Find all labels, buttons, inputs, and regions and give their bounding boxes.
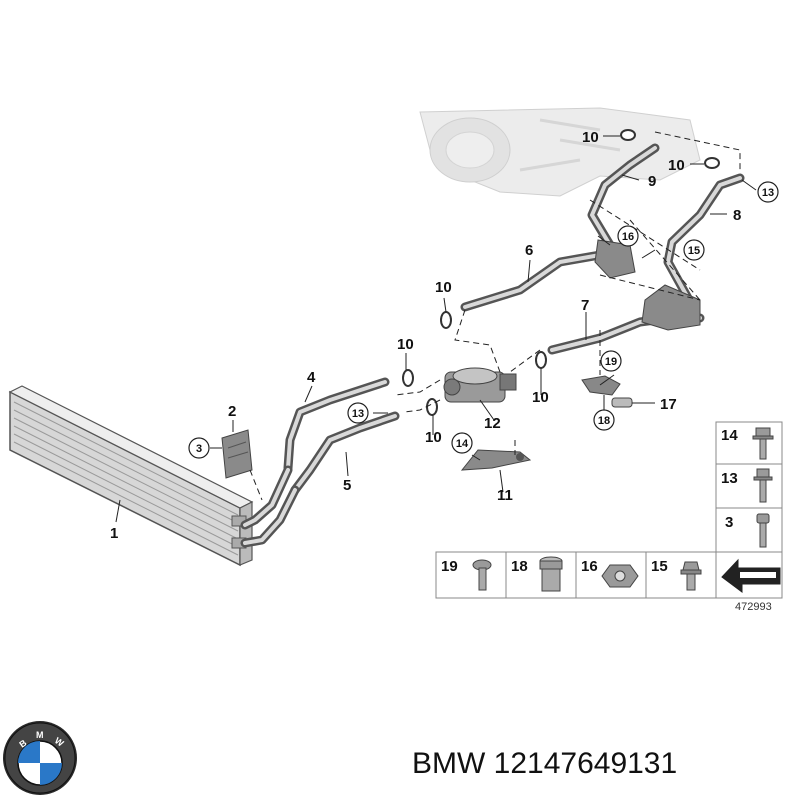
bracket-2 <box>221 429 253 479</box>
circled-labels <box>188 181 779 459</box>
bolt-pan-head-icon <box>472 559 492 591</box>
part-label-10-c: 10 <box>435 279 452 296</box>
bolt-torx-icon <box>756 513 770 548</box>
hose-4 <box>283 377 390 473</box>
hose-8 <box>663 173 745 303</box>
bolt-flange-icon <box>752 427 774 460</box>
part-label-6: 6 <box>525 242 533 259</box>
part-label-5: 5 <box>343 477 351 494</box>
part-label-7: 7 <box>581 297 589 314</box>
hex-nut-icon <box>601 564 639 588</box>
circled-label-15-ring <box>683 239 705 261</box>
bmw-logo-letter-m: M <box>36 730 44 740</box>
circled-label-16-ring <box>617 225 639 247</box>
circled-label-3-ring <box>188 437 210 459</box>
part-label-12: 12 <box>484 415 501 432</box>
circled-label-13-b: 13 <box>352 408 364 420</box>
hose-5 <box>290 411 400 495</box>
circled-label-19: 19 <box>605 356 617 368</box>
part-label-10-a: 10 <box>582 129 599 146</box>
legend-label-15: 15 <box>651 558 668 575</box>
bolt-washer-icon <box>753 468 773 503</box>
part-label-10-e: 10 <box>425 429 442 446</box>
part-label-9: 9 <box>648 173 656 190</box>
part-label-10-f: 10 <box>532 389 549 406</box>
assembly-dashed-lines <box>249 131 741 501</box>
thermostat-valve <box>443 367 517 403</box>
circled-label-13b-ring <box>347 402 369 424</box>
part-number-caption: BMW 12147649131 <box>412 747 677 780</box>
circled-label-13a-ring <box>757 181 779 203</box>
circled-label-14: 14 <box>456 438 469 450</box>
legend-label-3: 3 <box>725 514 733 531</box>
circled-label-13-a: 13 <box>762 187 774 199</box>
part-labels: 1 2 4 5 6 7 8 9 10 10 10 10 10 10 11 12 … <box>110 129 741 542</box>
legend-label-18: 18 <box>511 558 528 575</box>
bracket-11 <box>460 449 532 471</box>
part-label-2: 2 <box>228 403 236 420</box>
transmission-housing <box>419 107 701 197</box>
bolt-assembly-17 <box>581 375 633 408</box>
circled-label-18: 18 <box>598 415 610 427</box>
circled-label-19-ring <box>600 350 622 372</box>
part-label-10-b: 10 <box>668 157 685 174</box>
hex-bolt-icon <box>680 561 702 591</box>
legend-cell-15 <box>645 551 717 599</box>
circled-label-3: 3 <box>196 443 202 455</box>
circled-label-16: 16 <box>622 231 634 243</box>
bmw-logo: B M W <box>3 721 77 795</box>
part-label-8: 8 <box>733 207 741 224</box>
sleeve-bushing-icon <box>539 556 563 592</box>
direction-arrow-icon <box>721 558 781 593</box>
part-label-1: 1 <box>110 525 118 542</box>
part-label-4: 4 <box>307 369 316 386</box>
legend-label-13: 13 <box>721 470 738 487</box>
circled-label-18-ring <box>593 409 615 431</box>
cooler-connection-pipes <box>240 465 300 548</box>
document-number: 472993 <box>735 601 772 613</box>
fastener-legend: 14 13 3 19 18 16 15 <box>435 421 783 613</box>
part-label-11: 11 <box>497 487 513 504</box>
leader-lines <box>115 135 757 523</box>
hose-fittings-upper <box>594 239 701 331</box>
circled-label-texts: 3 13 13 14 15 16 18 19 <box>196 187 774 455</box>
legend-cell-3 <box>715 507 783 553</box>
part-label-10-d: 10 <box>397 336 414 353</box>
legend-label-14: 14 <box>721 427 738 444</box>
bmw-logo-letter-b: B <box>17 737 28 749</box>
legend-label-19: 19 <box>441 558 458 575</box>
circled-label-15: 15 <box>688 245 700 257</box>
circled-label-14-ring <box>451 432 473 454</box>
transmission-oil-cooler <box>8 385 254 567</box>
legend-label-16: 16 <box>581 558 598 575</box>
part-label-17: 17 <box>660 396 677 413</box>
hose-9 <box>587 143 660 250</box>
